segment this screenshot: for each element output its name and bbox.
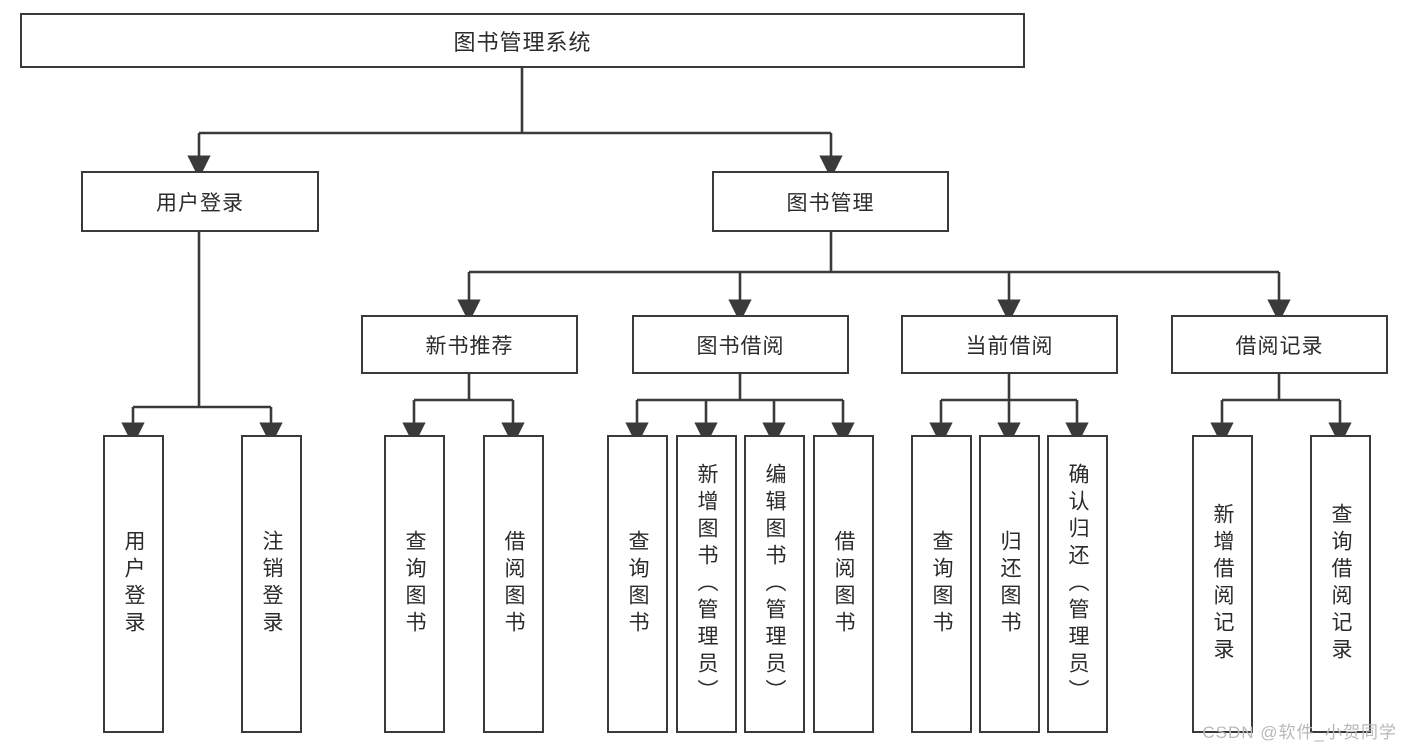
leaf-confirm-return-admin[interactable]: 确认归还（管理员） bbox=[1047, 435, 1108, 733]
node-label: 借阅图书 bbox=[502, 530, 525, 638]
node-current-borrow[interactable]: 当前借阅 bbox=[901, 315, 1118, 374]
leaf-add-book-admin[interactable]: 新增图书（管理员） bbox=[676, 435, 737, 733]
leaf-query-book-current[interactable]: 查询图书 bbox=[911, 435, 972, 733]
node-label: 新增图书（管理员） bbox=[695, 462, 718, 706]
node-borrow-record[interactable]: 借阅记录 bbox=[1171, 315, 1388, 374]
leaf-add-borrow-record[interactable]: 新增借阅记录 bbox=[1192, 435, 1253, 733]
leaf-user-login[interactable]: 用户登录 bbox=[103, 435, 164, 733]
node-label: 查询图书 bbox=[626, 530, 649, 638]
node-new-book-recommend[interactable]: 新书推荐 bbox=[361, 315, 578, 374]
node-label: 归还图书 bbox=[998, 530, 1021, 638]
leaf-return-book[interactable]: 归还图书 bbox=[979, 435, 1040, 733]
node-label: 借阅记录 bbox=[1235, 334, 1324, 358]
node-label: 新书推荐 bbox=[425, 334, 514, 358]
leaf-user-logout[interactable]: 注销登录 bbox=[241, 435, 302, 733]
node-label: 注销登录 bbox=[260, 530, 283, 638]
node-label: 查询借阅记录 bbox=[1329, 503, 1352, 665]
node-label: 图书管理系统 bbox=[453, 29, 592, 55]
node-book-management[interactable]: 图书管理 bbox=[712, 171, 949, 232]
leaf-borrow-book[interactable]: 借阅图书 bbox=[813, 435, 874, 733]
node-label: 查询图书 bbox=[930, 530, 953, 638]
node-label: 当前借阅 bbox=[965, 334, 1054, 358]
node-label: 图书管理 bbox=[786, 191, 875, 215]
leaf-borrow-book-recommend[interactable]: 借阅图书 bbox=[483, 435, 544, 733]
node-label: 新增借阅记录 bbox=[1211, 503, 1234, 665]
node-label: 查询图书 bbox=[403, 530, 426, 638]
leaf-edit-book-admin[interactable]: 编辑图书（管理员） bbox=[744, 435, 805, 733]
node-root-book-management-system[interactable]: 图书管理系统 bbox=[20, 13, 1025, 68]
node-user-login[interactable]: 用户登录 bbox=[81, 171, 319, 232]
node-label: 借阅图书 bbox=[832, 530, 855, 638]
node-label: 确认归还（管理员） bbox=[1066, 462, 1089, 706]
node-label: 用户登录 bbox=[122, 530, 145, 638]
node-label: 图书借阅 bbox=[696, 334, 785, 358]
leaf-query-book-borrow[interactable]: 查询图书 bbox=[607, 435, 668, 733]
leaf-query-borrow-record[interactable]: 查询借阅记录 bbox=[1310, 435, 1371, 733]
node-label: 用户登录 bbox=[156, 191, 244, 215]
leaf-query-book-recommend[interactable]: 查询图书 bbox=[384, 435, 445, 733]
node-book-borrow[interactable]: 图书借阅 bbox=[632, 315, 849, 374]
node-label: 编辑图书（管理员） bbox=[763, 462, 786, 706]
